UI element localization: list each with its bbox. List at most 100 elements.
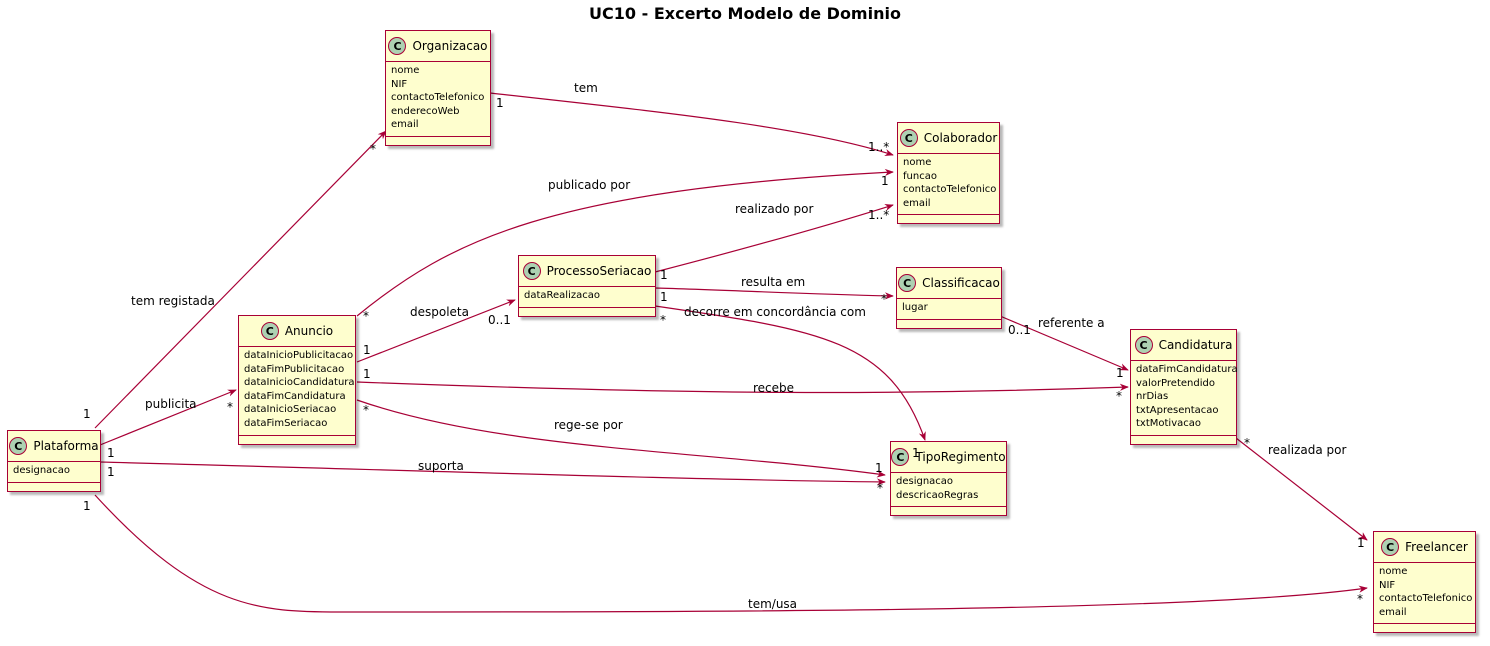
class-icon: C (891, 448, 910, 466)
association-label: suporta (418, 459, 464, 473)
association-plat-tipo (99, 461, 886, 486)
multiplicity: 1 (1357, 536, 1365, 550)
attribute: valorPretendido (1136, 377, 1215, 389)
association-proc-class (654, 287, 894, 300)
association-plat-anuncio (99, 389, 237, 446)
class-name: Freelancer (1405, 540, 1468, 554)
multiplicity: 1 (107, 465, 115, 479)
multiplicity: * (1357, 592, 1363, 606)
association-org-colab (489, 92, 894, 156)
association-label: referente a (1038, 316, 1105, 330)
multiplicity: 1 (83, 499, 91, 513)
multiplicity: * (877, 481, 883, 495)
class-name: Organizacao (412, 39, 488, 53)
class-icon: C (1381, 538, 1400, 556)
class-icon: C (388, 37, 407, 55)
class-icon: C (522, 262, 541, 280)
multiplicity: 0..1 (488, 313, 511, 327)
association-label: decorre em concordância com (684, 305, 866, 319)
multiplicity: * (660, 313, 666, 327)
attribute: txtMotivacao (1136, 418, 1201, 430)
association-anuncio-tipo (356, 399, 886, 478)
attribute: dataInicioPublicitacao (244, 350, 354, 361)
attribute: NIF (391, 78, 408, 90)
association-label: realizado por (735, 202, 814, 216)
association-label: publicita (145, 397, 197, 411)
attribute: dataFimPublicitacao (244, 363, 345, 375)
attribute: NIF (1379, 579, 1396, 591)
attribute: designacao (13, 465, 71, 476)
association-label: tem (574, 81, 598, 95)
attribute: email (903, 197, 931, 209)
association-anuncio-proc (356, 299, 516, 363)
association-label: despoleta (410, 305, 469, 319)
multiplicity: 1 (912, 446, 920, 460)
diagram-title: UC10 - Excerto Modelo de Dominio (589, 4, 901, 23)
association-plat-org (94, 130, 387, 429)
attribute: dataInicioSeriacao (244, 404, 337, 416)
multiplicity: * (363, 403, 369, 417)
multiplicity: 1..* (868, 208, 890, 222)
association-label: resulta em (741, 275, 806, 289)
multiplicity: * (227, 400, 233, 414)
association-plat-free (94, 494, 1368, 613)
attribute: nome (1379, 566, 1408, 577)
attribute: contactoTelefonico (1379, 593, 1473, 605)
attribute: dataFimCandidatura (1136, 364, 1238, 375)
class-name: Plataforma (33, 439, 99, 453)
class-name: Anuncio (284, 324, 334, 338)
association-cand-free (1235, 437, 1368, 541)
attribute: dataFimSeriacao (244, 417, 328, 429)
attribute: dataRealizacao (524, 290, 600, 301)
association-class-cand (999, 315, 1129, 371)
multiplicity: 1..* (868, 140, 890, 154)
association-proc-tipo (654, 305, 926, 441)
class-name: ProcessoSeriacao (546, 264, 652, 278)
multiplicity: 0..1 (1008, 323, 1031, 337)
multiplicity: * (881, 292, 887, 306)
multiplicity: 1 (83, 407, 91, 421)
attribute: dataFimCandidatura (244, 390, 346, 402)
class-plataforma: C Plataforma designacao (7, 430, 101, 492)
attribute: nrDias (1136, 391, 1169, 403)
attribute: enderecoWeb (391, 105, 460, 117)
multiplicity: 1 (875, 461, 883, 475)
association-label: tem registada (131, 294, 215, 308)
attribute: lugar (902, 302, 928, 313)
association-label: tem/usa (748, 597, 798, 611)
multiplicity: 1 (363, 343, 371, 357)
attribute: descricaoRegras (896, 489, 979, 501)
multiplicity: 1 (107, 446, 115, 460)
multiplicity: 1 (660, 268, 668, 282)
class-name: Candidatura (1158, 338, 1233, 352)
multiplicity: * (363, 309, 369, 323)
attribute: contactoTelefonico (903, 184, 997, 196)
association-proc-colab (654, 204, 894, 273)
association-anuncio-colab (356, 168, 894, 317)
multiplicity: * (370, 142, 376, 156)
multiplicity: 1 (496, 96, 504, 110)
multiplicity: * (1116, 389, 1122, 403)
multiplicity: 1 (1116, 366, 1124, 380)
class-classificacao: C Classificacao lugar (896, 267, 1002, 329)
class-icon: C (9, 437, 28, 455)
multiplicity: * (1244, 436, 1250, 450)
attribute: txtApresentacao (1136, 404, 1219, 416)
attribute: email (391, 119, 419, 131)
attribute: contactoTelefonico (391, 92, 485, 104)
multiplicity: 1 (881, 174, 889, 188)
attribute: dataInicioCandidatura (244, 377, 355, 389)
multiplicity: 1 (660, 290, 668, 304)
class-icon: C (898, 274, 917, 292)
class-name: TipoRegimento (915, 450, 1006, 464)
association-anuncio-cand (356, 381, 1129, 394)
class-name: Classificacao (922, 276, 1000, 290)
association-label: rege-se por (554, 418, 623, 432)
